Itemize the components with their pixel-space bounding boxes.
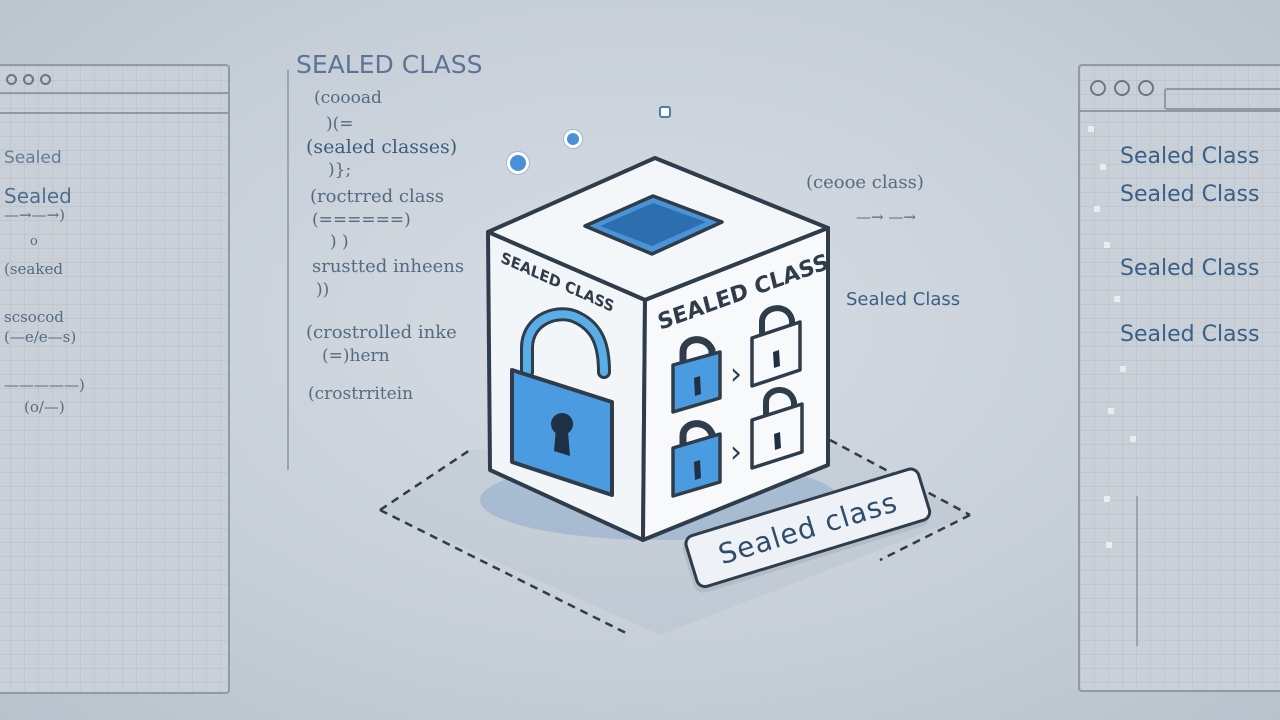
left-window-code-line: o: [30, 234, 38, 249]
code-marker: [1088, 126, 1094, 132]
window-dot-icon[interactable]: [40, 74, 51, 85]
floating-dot-icon: [564, 130, 582, 148]
left-code-window: Sealed Sealed —→—→) o (seaked scsocod (—…: [0, 64, 230, 694]
window-dot-icon[interactable]: [1090, 80, 1106, 96]
code-marker: [1108, 408, 1114, 414]
right-code-window: Sealed Class Sealed Class Sealed Class S…: [1078, 64, 1280, 692]
side-code-top: (ceooe class): [806, 172, 924, 193]
arrow-glyph: ›: [730, 357, 742, 392]
code-marker: [1130, 436, 1136, 442]
floor-dash: [379, 508, 631, 637]
code-line: (sealed classes): [306, 136, 458, 158]
large-padlock-icon: [510, 307, 614, 497]
small-padlock-icon: [671, 420, 722, 498]
code-line: srustted inheens: [312, 256, 465, 277]
code-line: ) ): [330, 232, 349, 252]
left-window-code-line: (seaked: [4, 260, 63, 278]
code-line: (roctrred class: [310, 186, 444, 207]
right-window-item: Sealed Class: [1120, 144, 1260, 169]
left-window-line-1: Sealed: [4, 148, 62, 168]
floor-dash: [379, 448, 471, 512]
code-marker: [1094, 206, 1100, 212]
cube-opening-inner: [600, 203, 706, 246]
left-window-line-2: Sealed: [4, 184, 72, 208]
side-label: Sealed Class: [846, 289, 961, 310]
small-padlock-outline-icon: [750, 387, 804, 470]
code-line: )): [316, 280, 330, 300]
left-window-code-line: (—e/e—s): [4, 328, 77, 346]
page-title: SEALED CLASS: [296, 50, 483, 79]
code-line: )(=: [326, 114, 354, 134]
left-window-titlebar: [0, 66, 228, 94]
floating-dot-icon: [507, 152, 529, 174]
left-window-code-line: (o/—): [24, 398, 65, 416]
window-dot-icon[interactable]: [6, 74, 17, 85]
left-window-code-line: scsocod: [4, 308, 64, 326]
left-window-code-line: —→—→): [4, 206, 65, 224]
address-bar[interactable]: [1164, 88, 1280, 110]
window-controls: [1090, 80, 1154, 96]
left-window-code-line: —————): [4, 376, 85, 394]
code-marker: [1120, 366, 1126, 372]
right-window-item: Sealed Class: [1120, 182, 1260, 207]
code-line: (crostrolled inke: [306, 322, 457, 343]
code-gutter-line: [287, 70, 289, 470]
right-window-item: Sealed Class: [1120, 322, 1260, 347]
window-dot-icon[interactable]: [1138, 80, 1154, 96]
right-window-titlebar: [1080, 66, 1280, 112]
right-window-item: Sealed Class: [1120, 256, 1260, 281]
floor-dash: [829, 438, 971, 517]
code-marker: [1104, 242, 1110, 248]
code-gutter-line: [1136, 496, 1138, 646]
small-padlock-icon: [671, 336, 722, 414]
code-line: (=)hern: [322, 346, 390, 366]
left-window-toolbar: [0, 94, 228, 114]
code-line: (crostrritein: [308, 384, 414, 404]
side-code-arrow: —→ —→: [856, 208, 916, 226]
window-dot-icon[interactable]: [23, 74, 34, 85]
code-marker: [1100, 164, 1106, 170]
code-marker: [1106, 542, 1112, 548]
code-marker: [1104, 496, 1110, 502]
window-controls: [6, 74, 51, 85]
window-dot-icon[interactable]: [1114, 80, 1130, 96]
small-padlock-outline-icon: [750, 305, 802, 388]
code-marker: [1114, 296, 1120, 302]
floor-dash: [879, 513, 971, 562]
arrow-glyph: ›: [730, 435, 742, 470]
code-line: (======): [312, 210, 411, 230]
code-line: )};: [328, 160, 352, 180]
small-square-icon: [659, 106, 671, 118]
code-line: (coooad: [314, 88, 382, 108]
